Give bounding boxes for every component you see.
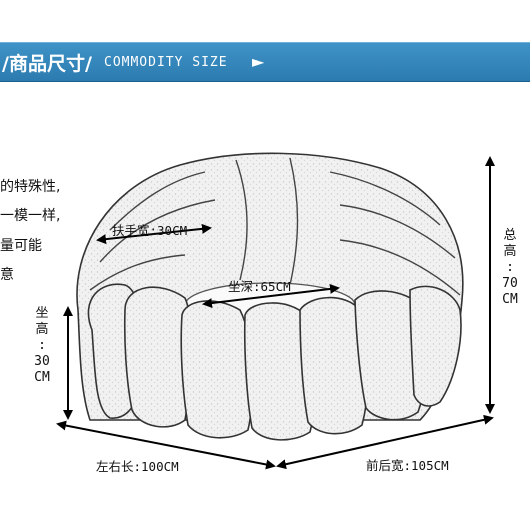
seat-height-label: 坐 高 : 30 CM bbox=[34, 306, 50, 385]
armrest-width-arrow bbox=[96, 223, 212, 245]
note-line-2: 一模一样, bbox=[0, 208, 61, 224]
triangle-right-icon: ► bbox=[252, 52, 265, 71]
section-subtitle: COMMODITY SIZE bbox=[104, 55, 228, 70]
seat-depth-label: 坐深:65CM bbox=[228, 279, 291, 294]
note-line-1: 的特殊性, bbox=[0, 179, 61, 195]
front-back-width-label: 前后宽:105CM bbox=[366, 458, 449, 473]
section-title: /商品尺寸/ bbox=[2, 53, 92, 75]
front-back-width-arrow bbox=[276, 414, 494, 470]
length-label: 左右长:100CM bbox=[96, 459, 179, 474]
section-header-banner: /商品尺寸/ COMMODITY SIZE ► bbox=[0, 42, 530, 82]
note-line-4: 意 bbox=[0, 267, 14, 283]
total-height-label: 总 高 : 70 CM bbox=[502, 228, 518, 307]
front-cushions bbox=[87, 283, 462, 441]
armrest-width-label: 扶手宽:30CM bbox=[112, 223, 188, 238]
sofa-back-segments bbox=[89, 157, 461, 296]
length-arrow bbox=[56, 420, 276, 470]
dimension-arrows bbox=[56, 156, 495, 470]
seat-depth-arrow bbox=[202, 283, 340, 309]
note-line-3: 量可能 bbox=[0, 238, 42, 254]
